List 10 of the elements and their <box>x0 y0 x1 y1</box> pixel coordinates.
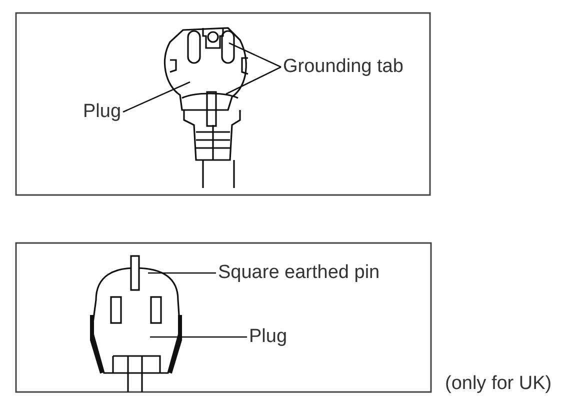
callout-label: Square earthed pin <box>218 262 380 284</box>
leader-line <box>228 42 282 68</box>
leader-line <box>122 81 190 113</box>
callout-label: Plug <box>249 326 288 348</box>
callout-label: Plug <box>83 101 122 123</box>
leader-line <box>150 336 247 338</box>
leader-line <box>148 272 216 274</box>
note-text: (only for UK) <box>445 373 552 395</box>
leader-line <box>226 66 282 95</box>
callout-label: Grounding tab <box>283 56 404 78</box>
